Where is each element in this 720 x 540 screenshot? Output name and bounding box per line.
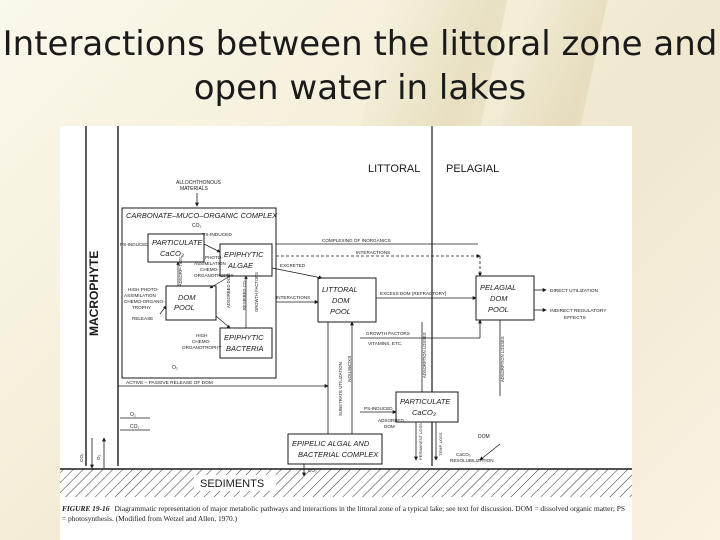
particulate-caco3-bottom-label-2: CaCO₃ (412, 408, 436, 417)
pelagial-zone-label: PELAGIAL (446, 163, 499, 175)
growth-vitamins-1: GROWTH FACTORS (366, 331, 410, 336)
epipelic-complex-label-1: EPIPELIC ALGAL AND (292, 439, 370, 448)
high-photo-1: HIGH PHOTO- (128, 287, 159, 292)
high-photo-2: ASSIMILATION (124, 293, 156, 298)
adsorption-label: ADSORP-TION (178, 257, 183, 286)
epipelic-complex-box (287, 433, 383, 465)
adsorbed-dom-label: ADSORBED DOM (226, 273, 231, 308)
adsorption-losses-label: ADSORPTION LOSSES (422, 332, 427, 378)
o2-vertical-label: O₂ (96, 454, 101, 460)
epipelic-complex-label-2: BACTERIAL COMPLEX (298, 450, 379, 459)
high-chemo-1: HIGH (196, 333, 207, 338)
adsorption-losses-2-label: ADSORPTION LOSSES (500, 336, 505, 382)
high-chemo-2: CHEMO- (192, 339, 211, 344)
particulate-caco3-top-label-2: CaCO₃ (160, 249, 184, 258)
indirect-regulatory-2: EFFECTS (564, 315, 586, 321)
particulate-caco3-bottom-label-1: PARTICULATE (400, 397, 451, 406)
slide-title: Interactions between the littoral zone a… (0, 22, 720, 110)
direct-utilization-label: DIRECT UTILIZATION (550, 288, 599, 294)
growth-factors-vertical-label: GROWTH FACTORS (254, 272, 259, 312)
arrow-release (159, 305, 167, 315)
o2-a-label: O₂ (130, 412, 136, 418)
littoral-dom-pool-label-3: POOL (330, 307, 351, 316)
figure-littoral-interactions: LITTORAL PELAGIAL MACROPHYTE ALLOCHTHONO… (60, 126, 632, 540)
slide-title-line-1: Interactions between the littoral zone a… (2, 24, 718, 64)
particulate-caco3-top-label-1: PARTICULATE (152, 238, 203, 247)
dom-right-label: DOM (478, 434, 490, 440)
epiphytic-algae-box (219, 243, 273, 277)
interactions-top-label: INTERACTIONS (356, 250, 390, 255)
allochthonous-label-2: MATERIALS (180, 186, 209, 192)
temp-loss-label: TEMP. LOSS (438, 432, 443, 456)
arrow-dom-to-bacteria (215, 315, 231, 329)
photo-assimilation-4: ORGANOTROPHY (194, 273, 234, 278)
co2-vertical-label: CO₂ (79, 453, 84, 462)
resolubilization-1: CaCO₃ (456, 452, 471, 457)
excreted-line (271, 267, 323, 280)
complexing-label: COMPLEXING OF INORGANICS (322, 238, 391, 243)
active-passive-label: ACTIVE – PASSIVE RELEASE OF DOM (126, 380, 213, 386)
release-label: RELEASE (132, 316, 153, 321)
littoral-dom-pool-label-1: LITTORAL (322, 285, 358, 294)
particulate-caco3-top-box (147, 233, 205, 263)
littoral-dom-pool-label-2: DOM (332, 296, 350, 305)
co2-top-label: CO₂ (192, 223, 202, 229)
dom-pool-left-label-2: POOL (174, 303, 195, 312)
littoral-dom-pool-box (317, 277, 377, 323)
carbonate-complex-title: CARBONATE–MUCO–ORGANIC COMPLEX (126, 211, 278, 220)
adsorbed-dom-bottom-2: DOM (384, 424, 395, 429)
macrophyte-label: MACROPHYTE (87, 251, 101, 336)
excreted-label: EXCRETED (280, 263, 306, 268)
ps-induced-bottom-label: PS-INDUCED (364, 406, 393, 411)
respired-co2-label: RESPIRED CO₂ (242, 279, 247, 310)
growth-vitamins-2: VITAMINS, ETC. (368, 341, 402, 346)
excretion-label: EXCRETION (347, 356, 352, 382)
arrow-caco3-to-algae (203, 243, 221, 253)
dom-pool-left-box (165, 285, 217, 321)
allochthonous-label-1: ALLOCHTHONOUS (176, 180, 222, 186)
permanent-loss-label: PERMANENT LOSS (418, 423, 423, 460)
pelagial-dom-pool-label-3: POOL (488, 305, 509, 314)
epiphytic-bacteria-box (219, 327, 273, 359)
ps-induced-left-label: PS-INDUCED (120, 242, 149, 247)
littoral-zone-label: LITTORAL (368, 163, 420, 175)
sediments-hatch (60, 469, 632, 497)
epiphytic-bacteria-label-2: BACTERIA (226, 344, 264, 353)
interactions-left-label: INTERACTIONS (276, 295, 310, 300)
ps-induced-top-label: PS-INDUCED (202, 232, 232, 238)
co2-a-label: CO₂ (130, 424, 140, 430)
substrate-utilization-label: SUBSTRATE UTILIZATION (338, 362, 343, 416)
arrow-algae-to-dom (209, 275, 231, 289)
epiphytic-bacteria-label-1: EPIPHYTIC (224, 333, 264, 342)
dom-pool-left-label-1: DOM (178, 293, 196, 302)
resolubilization-2: RESOLUBILIZATION (450, 458, 494, 463)
adsorbed-dom-bottom-1: ADSORBED (378, 418, 404, 423)
dom-right-line (479, 443, 501, 461)
caption-text: Diagrammatic representation of major met… (62, 504, 625, 523)
epiphytic-algae-label-2: ALGAE (227, 261, 254, 270)
sediments-label-bg (194, 475, 276, 491)
photo-assimilation-3: CHEMO- (200, 267, 219, 272)
diagram-svg: LITTORAL PELAGIAL MACROPHYTE ALLOCHTHONO… (60, 126, 632, 497)
photo-assimilation-1: PHOTO- (205, 255, 223, 260)
high-chemo-3: ORGANOTROPHY (182, 345, 222, 350)
slide-title-line-2: open water in lakes (193, 68, 527, 108)
o2-mid-label: O₂ (172, 365, 178, 371)
figure-number: FIGURE 19-16 (62, 504, 110, 513)
indirect-regulatory-1: INDIRECT REGULATORY (550, 308, 607, 314)
photo-assimilation-2: ASSIMILATION (194, 261, 226, 266)
pelagial-dom-pool-label-2: DOM (490, 294, 508, 303)
high-photo-4: TROPHY (132, 305, 151, 310)
high-photo-3: CHEMO-ORGANO- (124, 299, 165, 304)
sediments-label: SEDIMENTS (200, 478, 264, 490)
pelagial-dom-pool-label-1: PELAGIAL (480, 283, 516, 292)
excess-dom-label: EXCESS DOM (REFRACTORY) (380, 291, 447, 296)
epiphytic-algae-label-1: EPIPHYTIC (224, 250, 264, 259)
particulate-caco3-bottom-box (395, 391, 459, 423)
carbonate-complex-box (121, 207, 277, 379)
